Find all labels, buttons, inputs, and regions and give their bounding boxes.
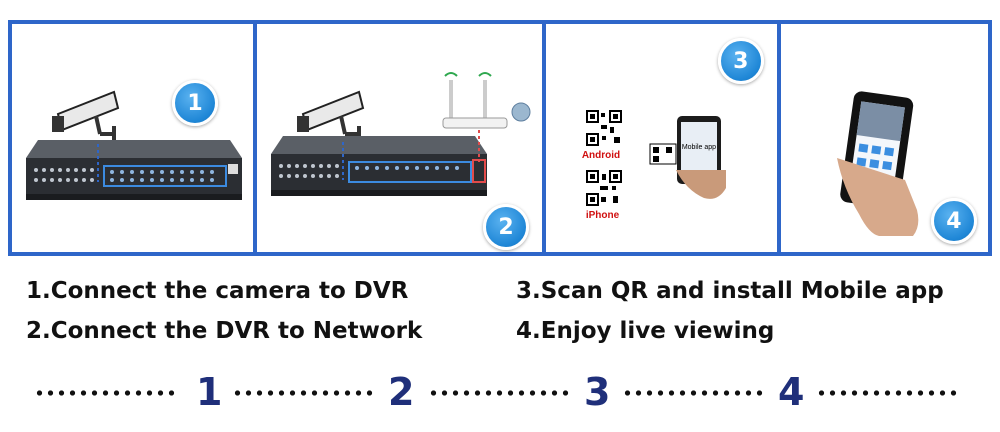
progress-number-4: 4 [778, 370, 805, 414]
camera-icon [52, 90, 120, 144]
step-instructions: 1.Connect the camera to DVR 2.Connect th… [0, 272, 1000, 362]
panel-live-viewing: 4 [778, 22, 990, 254]
router-icon [442, 72, 531, 129]
setup-panels: 1 [8, 20, 992, 256]
step-text-4: 4.Enjoy live viewing [516, 318, 775, 344]
progress-dots [622, 390, 766, 396]
step-badge-3: 3 [717, 38, 764, 84]
step-progress: 1 2 3 4 [0, 368, 1000, 418]
hand-phone-scanning [649, 116, 726, 199]
step-badge-4: 4 [930, 198, 977, 244]
progress-dots [428, 390, 572, 396]
qr-code-android [585, 110, 622, 146]
progress-number-3: 3 [584, 370, 611, 414]
qr-label-android: Android [581, 150, 621, 161]
panel-connect-camera: 1 [10, 22, 255, 254]
progress-number-1: 1 [196, 370, 223, 414]
dvr-device [26, 140, 242, 200]
progress-dots [232, 390, 376, 396]
panel-scan-qr: Android iPhone Mobile app 3 [543, 22, 779, 254]
qr-label-iphone: iPhone [585, 210, 620, 221]
step-text-1: 1.Connect the camera to DVR [26, 278, 409, 304]
qr-code-iphone [585, 170, 622, 206]
phone-screen-text: Mobile app [681, 144, 717, 151]
step-text-2: 2.Connect the DVR to Network [26, 318, 423, 344]
progress-number-2: 2 [388, 370, 415, 414]
hand-holding-phone [836, 91, 919, 236]
progress-dots [34, 390, 178, 396]
progress-dots [816, 390, 960, 396]
dvr-device [271, 136, 487, 196]
step-badge-2: 2 [483, 204, 529, 250]
step-text-3: 3.Scan QR and install Mobile app [516, 278, 944, 304]
panel-connect-network: 2 [255, 22, 544, 254]
connection-lines [342, 130, 480, 180]
step-badge-1: 1 [172, 80, 218, 126]
connection-line [97, 144, 99, 182]
